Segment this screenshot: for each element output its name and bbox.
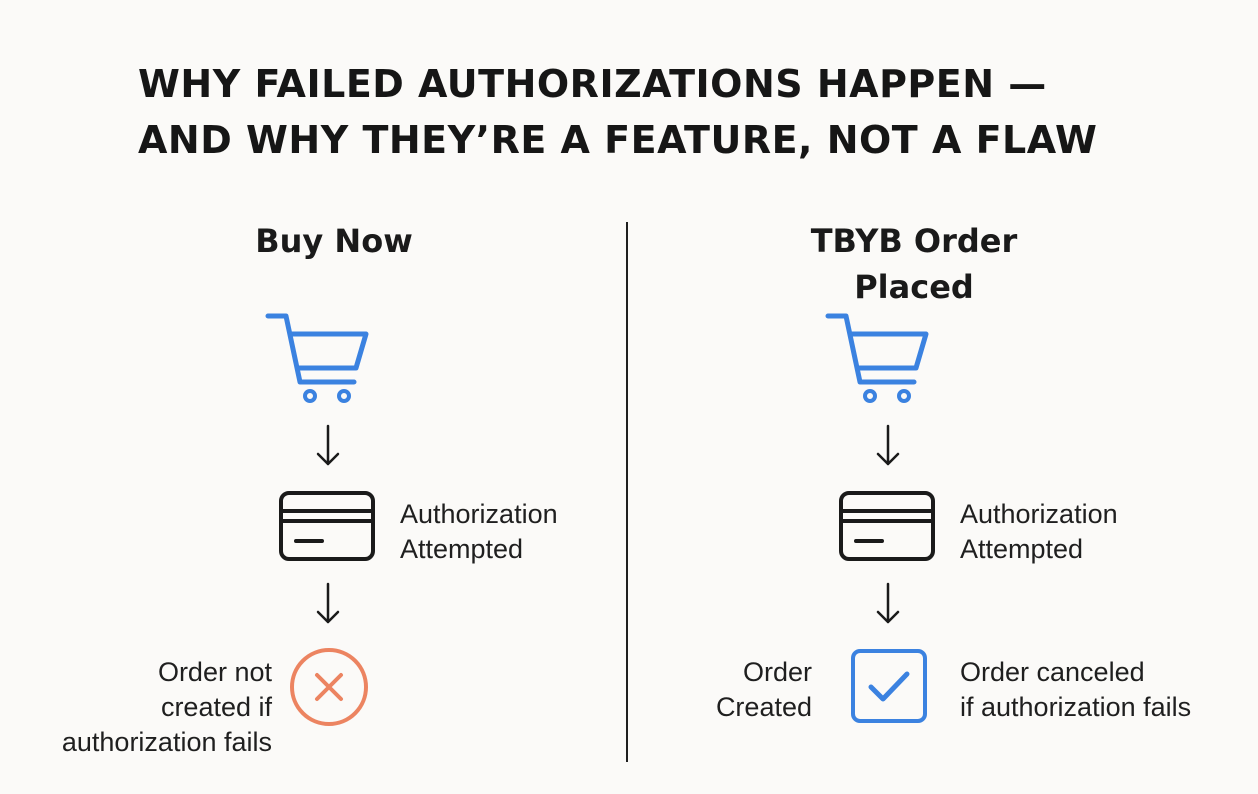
credit-card-icon bbox=[279, 491, 375, 561]
left-heading: Buy Now bbox=[255, 222, 413, 260]
x-circle-icon bbox=[290, 648, 368, 726]
arrow-down-icon bbox=[876, 582, 900, 624]
page-title: WHY FAILED AUTHORIZATIONS HAPPEN — AND W… bbox=[138, 56, 1218, 168]
right-heading: TBYB Order Placed bbox=[810, 222, 1018, 306]
credit-card-icon bbox=[839, 491, 935, 561]
right-auth-label: Authorization Attempted bbox=[960, 499, 1118, 564]
checkbox-check-icon bbox=[851, 649, 927, 723]
title-line-2: AND WHY THEY’RE A FEATURE, NOT A FLAW bbox=[138, 118, 1098, 162]
title-line-1: WHY FAILED AUTHORIZATIONS HAPPEN — bbox=[138, 62, 1047, 106]
arrow-down-icon bbox=[316, 582, 340, 624]
shopping-cart-icon bbox=[825, 313, 929, 403]
column-divider bbox=[626, 222, 628, 762]
right-created-label: Order Created bbox=[715, 657, 812, 722]
shopping-cart-icon bbox=[265, 313, 369, 403]
left-auth-label: Authorization Attempted bbox=[400, 499, 558, 564]
arrow-down-icon bbox=[316, 424, 340, 466]
left-outcome-label: Order not created if authorization fails bbox=[61, 657, 272, 757]
arrow-down-icon bbox=[876, 424, 900, 466]
right-canceled-label: Order canceled if authorization fails bbox=[960, 657, 1192, 722]
